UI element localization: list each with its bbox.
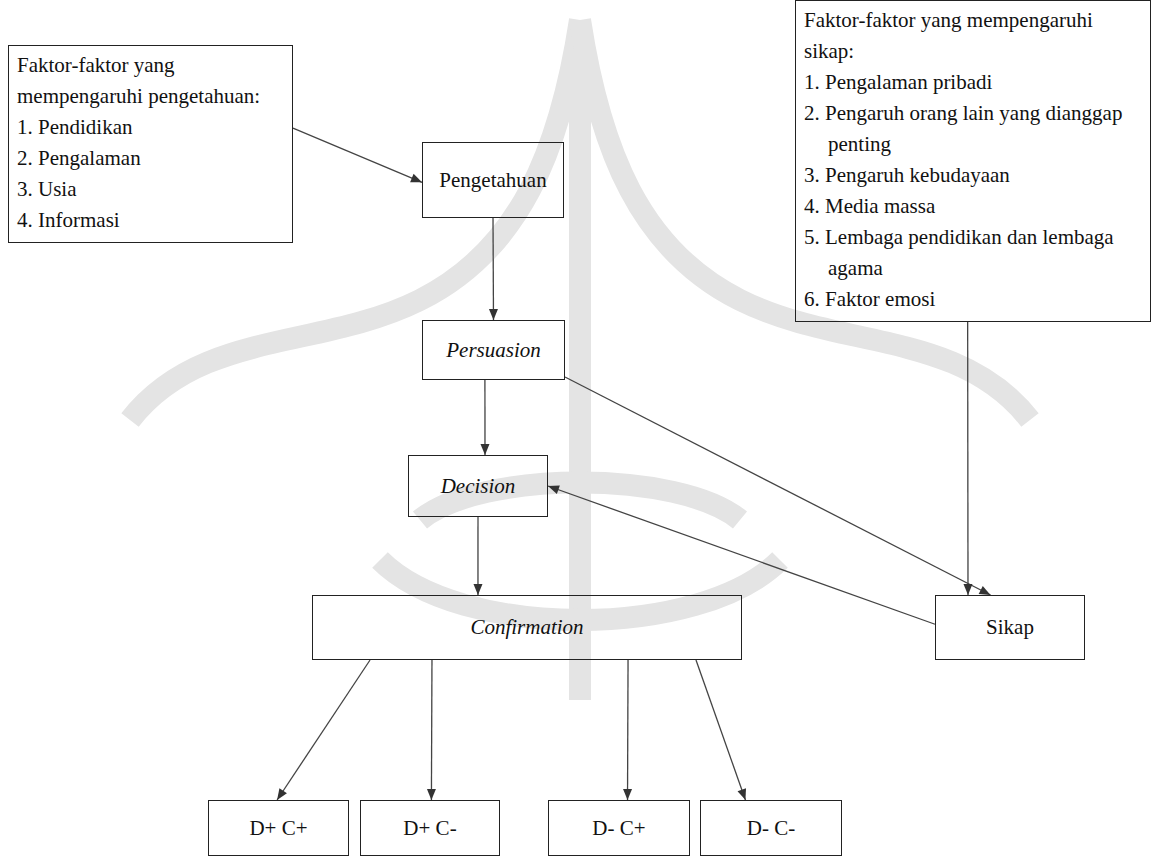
box-label: Decision	[441, 471, 516, 502]
list-item: 5. Lembaga pendidikan dan lembaga agama	[804, 222, 1142, 284]
arrow-connector	[623, 660, 632, 800]
box-label: Persuasion	[446, 335, 541, 366]
process-box: Confirmation	[312, 595, 742, 660]
process-box: Pengetahuan	[422, 142, 564, 218]
list-item: 4. Media massa	[804, 191, 1142, 222]
list-item: 2. Pengalaman	[17, 143, 284, 174]
factor-box: Faktor-faktor yang mempengaruhi sikap:1.…	[795, 0, 1151, 322]
list-item: 1. Pengalaman pribadi	[804, 67, 1142, 98]
arrow-connector	[480, 380, 489, 455]
box-heading: Faktor-faktor yang mempengaruhi sikap:	[804, 5, 1142, 67]
arrow-connector	[963, 322, 972, 595]
list-item: 3. Pengaruh kebudayaan	[804, 160, 1142, 191]
list-item: 2. Pengaruh orang lain yang dianggap pen…	[804, 98, 1142, 160]
process-box: Decision	[408, 455, 548, 517]
box-label: Sikap	[986, 612, 1034, 643]
list-item: 1. Pendidikan	[17, 112, 284, 143]
outcome-box: D- C-	[700, 800, 842, 856]
box-label: D+ C-	[403, 813, 456, 844]
box-label: D+ C+	[249, 813, 307, 844]
arrow-connector	[696, 660, 746, 800]
box-label: D- C+	[592, 813, 645, 844]
arrow-connector	[293, 128, 422, 182]
outcome-box: D+ C-	[360, 800, 500, 856]
arrow-connector	[427, 660, 436, 800]
box-heading: Faktor-faktor yang mempengaruhi pengetah…	[17, 50, 284, 112]
arrow-connector	[277, 660, 370, 800]
process-box: Persuasion	[422, 320, 565, 380]
box-label: Confirmation	[470, 612, 583, 643]
arrow-connector	[565, 377, 991, 595]
list-item: 3. Usia	[17, 174, 284, 205]
outcome-box: D- C+	[548, 800, 690, 856]
arrow-connector	[489, 218, 498, 320]
box-label: D- C-	[747, 813, 795, 844]
list-item: 6. Faktor emosi	[804, 284, 1142, 315]
arrow-connector	[473, 517, 482, 595]
attitude-box: Sikap	[935, 595, 1085, 660]
factor-box: Faktor-faktor yang mempengaruhi pengetah…	[8, 45, 293, 243]
box-label: Pengetahuan	[439, 165, 546, 196]
outcome-box: D+ C+	[208, 800, 349, 856]
list-item: 4. Informasi	[17, 205, 284, 236]
